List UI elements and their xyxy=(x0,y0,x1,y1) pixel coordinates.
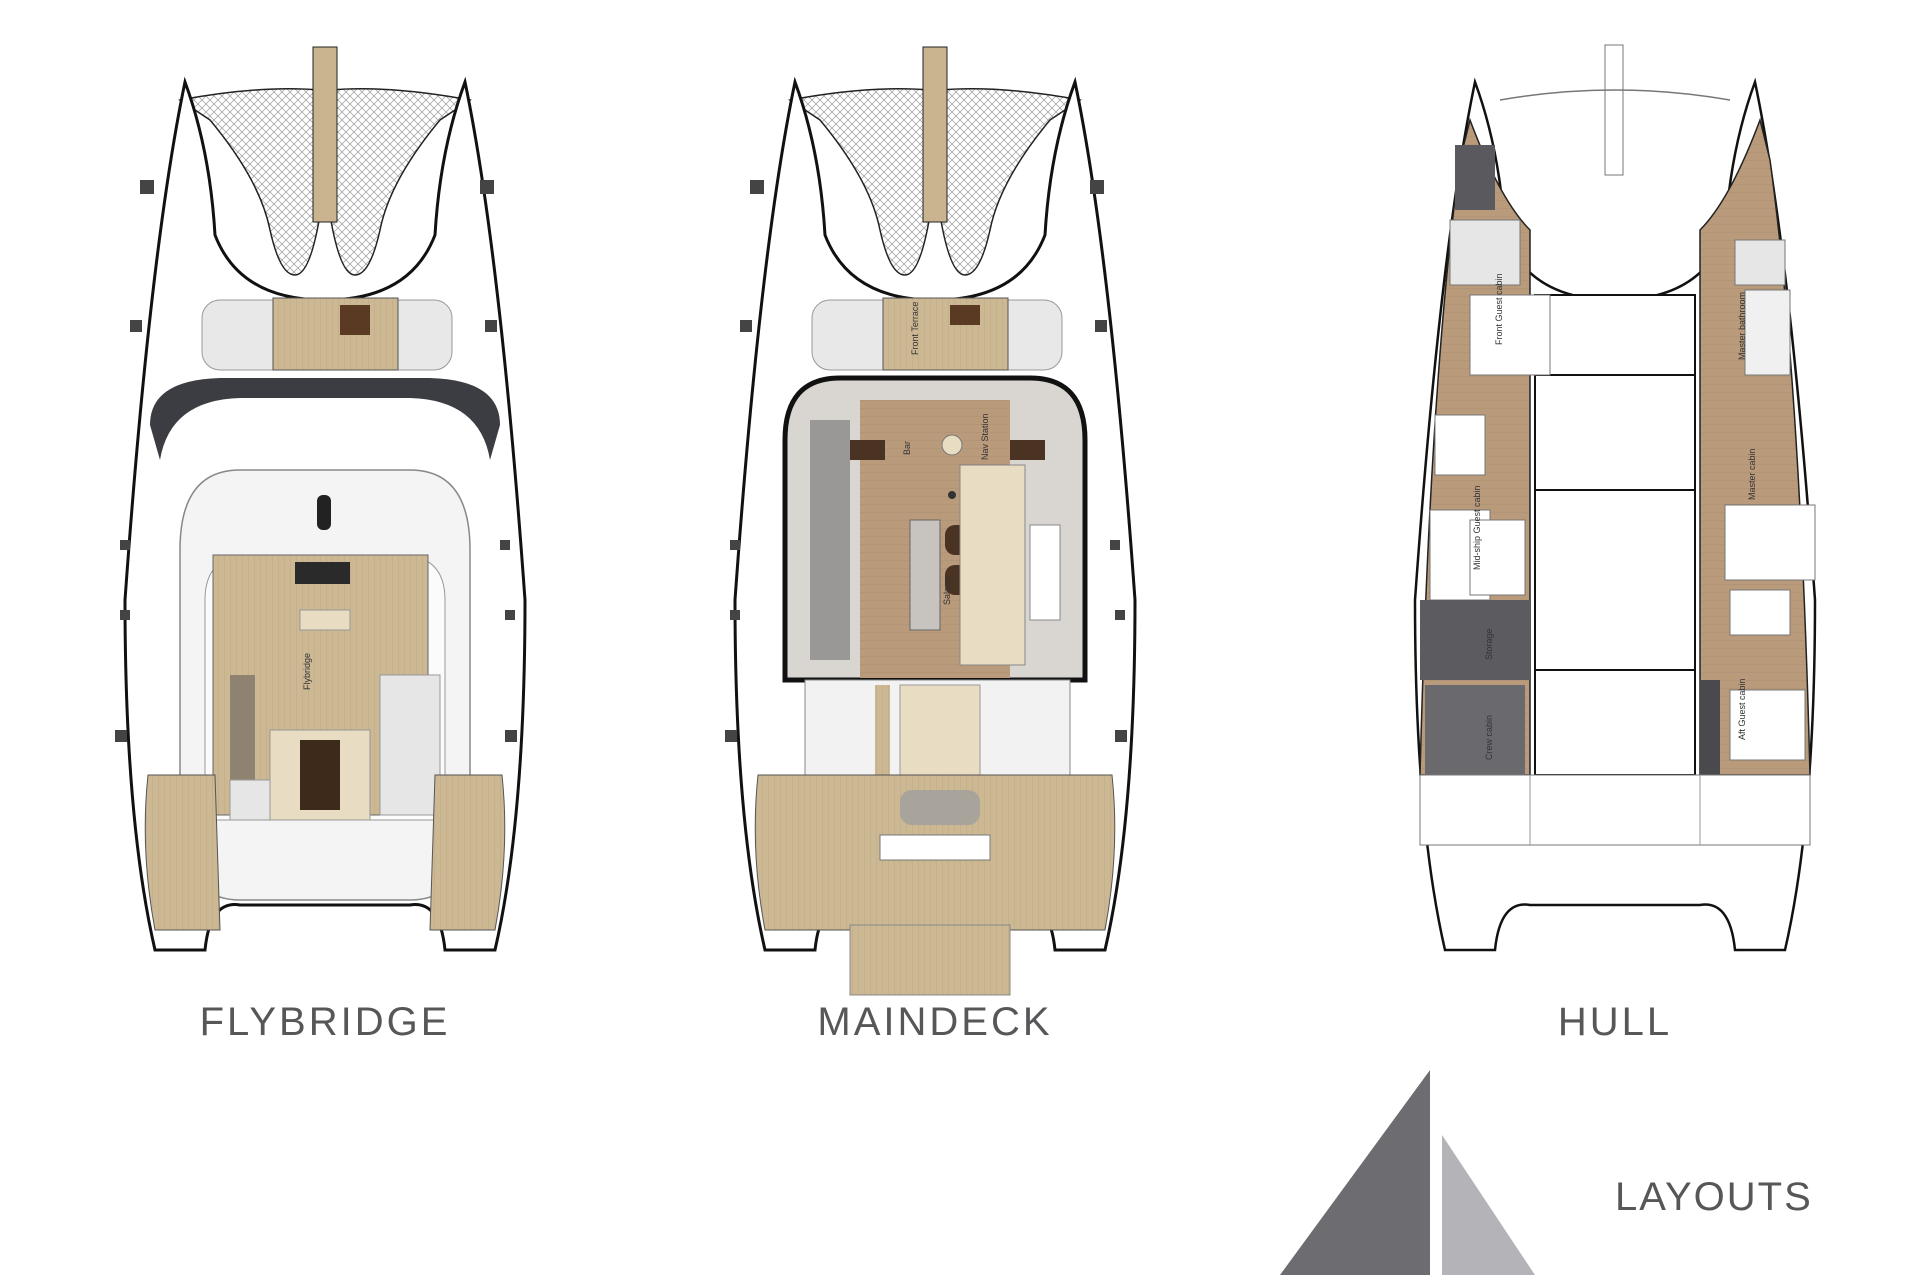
maindeck-deck: Front Terrace Bar Nav Station Saloon MAI… xyxy=(720,0,1150,1044)
master-bathroom-label: Master bathroom xyxy=(1737,292,1747,360)
storage-label: Storage xyxy=(1484,628,1494,660)
master-cabin-label: Master cabin xyxy=(1747,448,1757,500)
aft-guest-cabin-label: Aft Guest cabin xyxy=(1737,678,1747,740)
bar-label: Bar xyxy=(902,441,912,455)
flybridge-plan: Flybridge xyxy=(115,46,527,952)
layouts-title: LAYOUTS xyxy=(1615,1175,1813,1219)
front-guest-cabin-label: Front Guest cabin xyxy=(1494,273,1504,345)
sail-logo-icon xyxy=(1280,1070,1535,1275)
maindeck-plan: Front Terrace Bar Nav Station Saloon xyxy=(725,46,1137,996)
hull-plan: Front Guest cabin Mid-ship Guest cabin S… xyxy=(1413,44,1817,952)
flybridge-label: Flybridge xyxy=(302,653,312,690)
saloon-label: Saloon xyxy=(942,577,952,605)
front-terrace-label: Front Terrace xyxy=(910,302,920,355)
crew-cabin-label: Crew cabin xyxy=(1484,715,1494,760)
hull-title: HULL xyxy=(1557,1000,1673,1044)
hull-deck: Front Guest cabin Mid-ship Guest cabin S… xyxy=(1400,0,1830,1044)
nav-station-label: Nav Station xyxy=(980,413,990,460)
flybridge-deck: Flybridge FLYBRIDGE xyxy=(110,0,540,1044)
mid-ship-guest-cabin-label: Mid-ship Guest cabin xyxy=(1472,485,1482,570)
maindeck-title: MAINDECK xyxy=(817,1000,1053,1044)
flybridge-title: FLYBRIDGE xyxy=(199,1000,451,1044)
